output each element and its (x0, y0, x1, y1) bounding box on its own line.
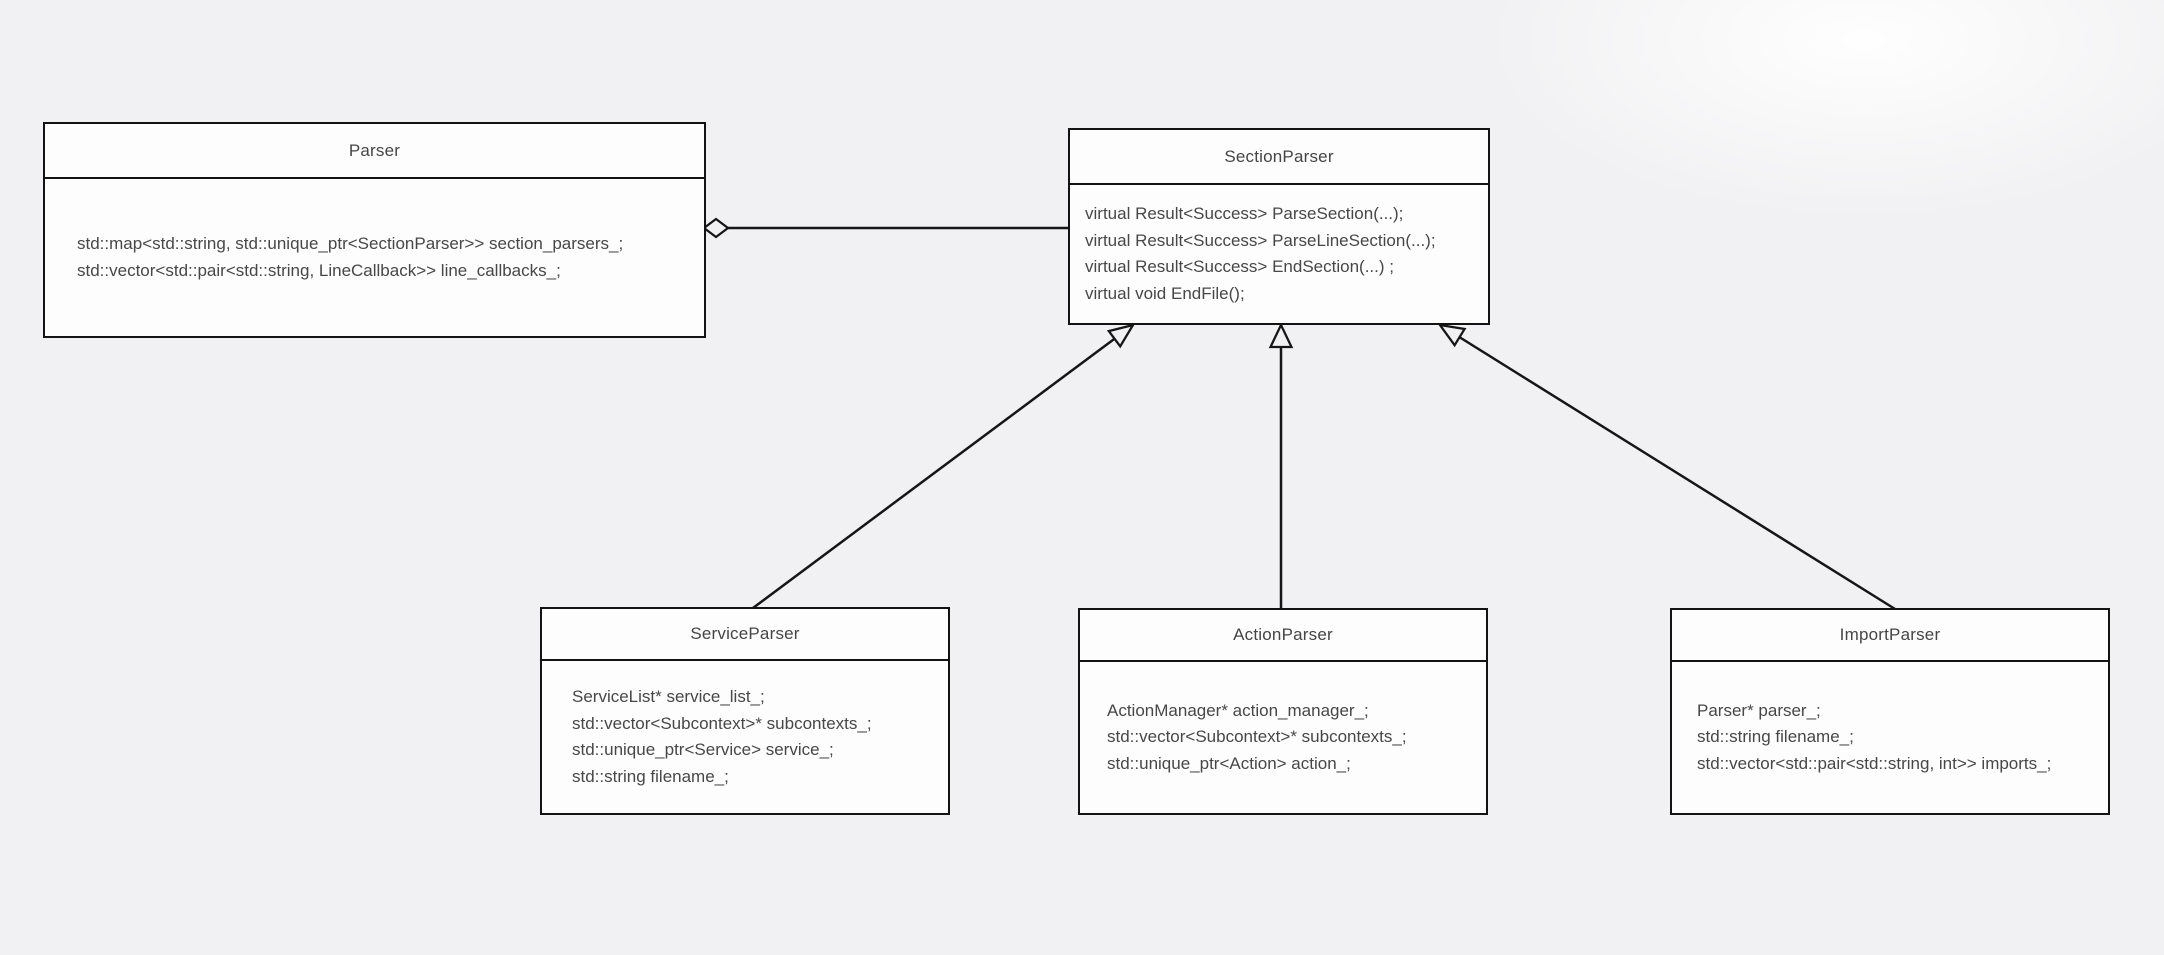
member-line: std::unique_ptr<Service> service_; (572, 740, 834, 759)
class-sectionparser-members: virtual Result<Success> ParseSection(...… (1070, 185, 1488, 323)
class-actionparser-title: ActionParser (1080, 610, 1486, 662)
member-line: std::vector<Subcontext>* subcontexts_; (1107, 727, 1407, 747)
member-line: ActionManager* action_manager_; (1107, 700, 1369, 720)
inheritance-edge-importparser-sectionparser (1439, 323, 1896, 611)
corner-glow (1484, 0, 2164, 220)
class-importparser-title: ImportParser (1672, 610, 2108, 662)
class-actionparser[interactable]: ActionParser ActionManager* action_manag… (1078, 608, 1488, 815)
member-line: std::vector<std::pair<std::string, int>>… (1697, 753, 2052, 773)
member-line: virtual Result<Success> EndSection(...) … (1085, 257, 1394, 276)
class-serviceparser[interactable]: ServiceParser ServiceList* service_list_… (540, 607, 950, 815)
inheritance-arrowhead (1106, 323, 1136, 349)
class-sectionparser-title: SectionParser (1070, 130, 1488, 185)
class-sectionparser[interactable]: SectionParser virtual Result<Success> Pa… (1068, 128, 1490, 325)
member-line: virtual void EndFile(); (1085, 283, 1245, 303)
class-parser-members: std::map<std::string, std::unique_ptr<Se… (45, 179, 704, 336)
member-line: std::string filename_; (572, 766, 729, 786)
member-line: std::unique_ptr<Action> action_; (1107, 753, 1351, 773)
inheritance-edge-serviceparser-sectionparser (752, 323, 1134, 610)
member-line: std::map<std::string, std::unique_ptr<Se… (77, 234, 624, 253)
member-line: virtual Result<Success> ParseLineSection… (1085, 230, 1436, 250)
member-line: virtual Result<Success> ParseSection(...… (1085, 204, 1404, 223)
class-parser[interactable]: Parser std::map<std::string, std::unique… (43, 122, 706, 338)
class-actionparser-members: ActionManager* action_manager_; std::vec… (1080, 662, 1486, 813)
member-line: ServiceList* service_list_; (572, 687, 765, 706)
member-line: std::vector<std::pair<std::string, LineC… (77, 260, 561, 280)
member-line: Parser* parser_; (1697, 700, 1821, 720)
member-line: std::vector<Subcontext>* subcontexts_; (572, 713, 872, 733)
class-serviceparser-title: ServiceParser (542, 609, 948, 661)
class-serviceparser-members: ServiceList* service_list_; std::vector<… (542, 661, 948, 813)
class-importparser[interactable]: ImportParser Parser* parser_; std::strin… (1670, 608, 2110, 815)
class-parser-title: Parser (45, 124, 704, 179)
aggregation-diamond (702, 217, 730, 239)
inheritance-arrowhead (1437, 323, 1467, 348)
class-importparser-members: Parser* parser_; std::string filename_; … (1672, 662, 2108, 813)
inheritance-arrowhead (1268, 322, 1294, 349)
member-line: std::string filename_; (1697, 727, 1854, 747)
